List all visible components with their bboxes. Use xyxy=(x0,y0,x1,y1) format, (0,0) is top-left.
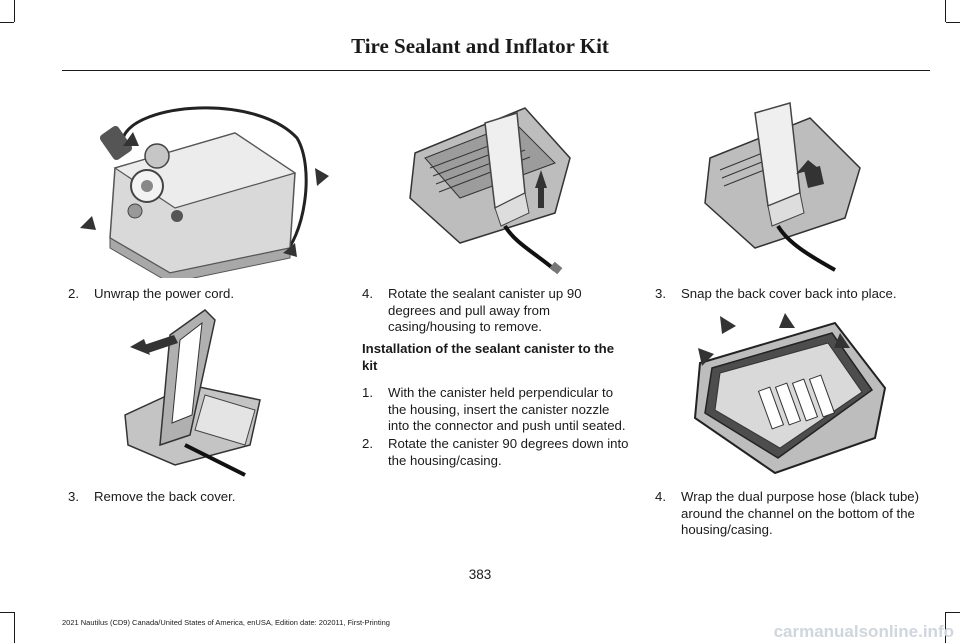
crop-mark xyxy=(0,612,14,613)
crop-mark xyxy=(945,0,946,22)
section-heading: Installation of the sealant canister to … xyxy=(362,341,615,373)
page-number: 383 xyxy=(468,567,492,582)
crop-mark xyxy=(14,612,15,643)
crop-mark xyxy=(945,612,946,643)
figure-remove-back-cover xyxy=(124,309,261,477)
crop-mark xyxy=(0,22,14,23)
step-number: 4. xyxy=(655,489,666,504)
crop-mark xyxy=(946,612,960,613)
figure-rotate-canister xyxy=(409,107,571,275)
page-title: Tire Sealant and Inflator Kit xyxy=(351,34,609,58)
step-text: Rotate the sealant canister up 90 degree… xyxy=(388,286,582,334)
step-number: 2. xyxy=(68,286,79,301)
step-text: Snap the back cover back into place. xyxy=(681,286,897,301)
step-text: With the canister held perpendicular to … xyxy=(388,385,626,433)
step-number: 3. xyxy=(655,286,666,301)
install-step-insert-nozzle: 1. With the canister held perpendicular … xyxy=(362,385,632,435)
step-number: 2. xyxy=(362,436,373,451)
header-rule xyxy=(62,70,930,71)
figure-snap-back-cover xyxy=(693,313,887,475)
crop-mark xyxy=(946,22,960,23)
step-number: 3. xyxy=(68,489,79,504)
step-text: Unwrap the power cord. xyxy=(94,286,235,301)
step-text: Wrap the dual purpose hose (black tube) … xyxy=(681,489,920,537)
watermark: carmanualsonline.info xyxy=(773,622,954,641)
figure-unwrap-power-cord xyxy=(80,106,329,278)
footer-edition-info: 2021 Nautilus (CD9) Canada/United States… xyxy=(62,618,390,627)
step-rotate-canister: 4. Rotate the sealant canister up 90 deg… xyxy=(362,286,617,336)
figure-canister-housing xyxy=(704,102,861,272)
step-wrap-hose: 4. Wrap the dual purpose hose (black tub… xyxy=(655,489,927,539)
install-step-rotate-down: 2. Rotate the canister 90 degrees down i… xyxy=(362,436,632,470)
step-text: Rotate the canister 90 degrees down into… xyxy=(388,436,629,468)
crop-mark xyxy=(14,0,15,22)
step-number: 4. xyxy=(362,286,373,301)
step-number: 1. xyxy=(362,385,373,400)
step-text: Remove the back cover. xyxy=(94,489,236,504)
